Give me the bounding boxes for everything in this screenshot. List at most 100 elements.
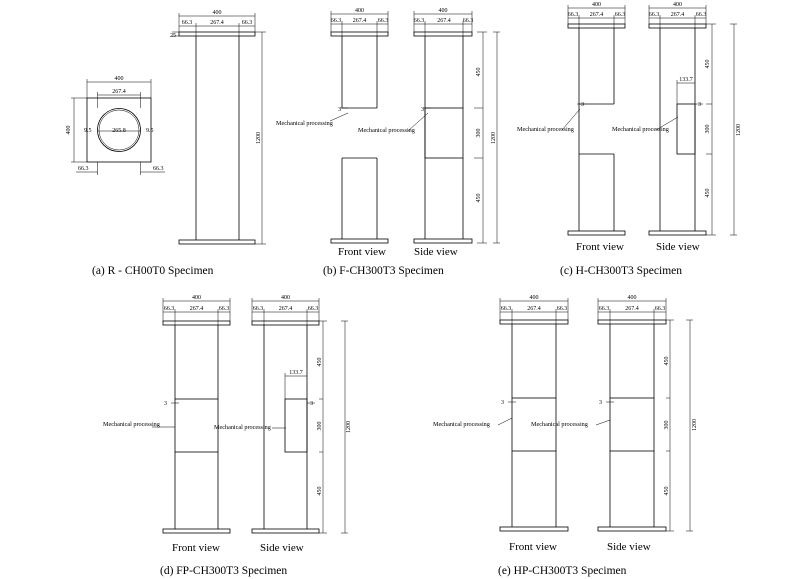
dim-inner: 267.4 [210,20,224,26]
caption-a: (a) R - CH00T0 Specimen [92,265,214,277]
dim-edge: 66.3 [242,20,253,26]
dim-mid-segment: 300 [705,125,711,134]
label-front-view: Front view [509,541,557,553]
front-view: 400 66.3 267.4 66.3 3 Mechanical process… [517,2,626,253]
label-front-view: Front view [172,542,220,554]
dim-edge: 66.3 [568,12,579,18]
front-view: 400 66.3 267.4 66.3 3 Mechanical process… [433,295,569,553]
dim-mid-segment: 300 [317,422,323,431]
dim-edge: 66.3 [649,12,660,18]
label-mechanical-processing: Mechanical processing [358,127,415,134]
dim-bottom-segment: 450 [476,194,482,203]
dim-gap: 3 [581,102,584,108]
label-front-view: Front view [338,246,386,258]
dim-total: 1200 [491,132,497,144]
dim-plate: 25 [170,33,176,39]
dim-edge: 66.3 [696,12,707,18]
label-mechanical-processing: Mechanical processing [103,421,160,428]
dim-diameter: 265.8 [112,128,126,134]
dim-inner: 267.4 [353,18,367,24]
panel-a: 400 267.4 400 265.8 9.5 9.5 66.3 66.3 [66,10,266,277]
dim-width: 400 [530,295,539,301]
dim-total: 1200 [736,124,742,136]
dim-inner: 267.4 [190,306,204,312]
dim-top-segment: 450 [317,358,323,367]
label-side-view: Side view [607,541,651,553]
panel-e: 400 66.3 267.4 66.3 3 Mechanical process… [433,295,698,577]
caption-d: (d) FP-CH300T3 Specimen [160,565,287,577]
panel-b: 400 66.3 267.4 66.3 3 Mechanical process… [276,8,500,277]
dim-height: 400 [66,126,72,135]
dim-gap: 3 [164,401,167,407]
dim-bottom-segment: 450 [317,487,323,496]
label-mechanical-processing: Mechanical processing [276,120,333,127]
dim-mid-segment: 300 [664,421,670,430]
dim-gap: 3 [421,107,424,113]
panel-c: 400 66.3 267.4 66.3 3 Mechanical process… [517,2,742,277]
dim-total: 1200 [256,132,262,144]
dim-inner: 267.4 [437,18,451,24]
dim-inner: 267.4 [527,306,541,312]
dim-edge: 66.3 [164,306,175,312]
front-view: 400 66.3 267.4 66.3 3 Mechanical process… [276,8,389,258]
dim-gap: 3 [599,400,602,406]
dim-top-segment: 450 [476,68,482,77]
dim-inner: 267.4 [625,306,639,312]
dim-width: 400 [592,2,601,8]
label-side-view: Side view [414,246,458,258]
dim-width: 400 [192,295,201,301]
label-mechanical-processing: Mechanical processing [612,126,669,133]
dim-total: 1200 [346,421,352,433]
dim-edge: 66.3 [182,20,193,26]
label-mechanical-processing: Mechanical processing [214,424,271,431]
dim-edge-left: 66.3 [78,166,89,172]
dim-edge-right: 66.3 [153,166,164,172]
dim-width: 400 [673,2,682,8]
dim-edge: 66.3 [557,306,568,312]
dim-inner: 267.4 [590,12,604,18]
dim-edge: 66.3 [378,18,389,24]
dim-edge: 66.3 [655,306,666,312]
panel-d: 400 66.3 267.4 66.3 3 Mechanical process… [103,295,352,577]
dim-top-segment: 450 [664,357,670,366]
dim-width: 400 [281,295,290,301]
dim-edge: 66.3 [463,18,474,24]
dim-bottom-segment: 450 [664,487,670,496]
caption-c: (c) H-CH300T3 Specimen [560,265,682,277]
dim-edge: 66.3 [599,306,610,312]
elevation-view: 400 66.3 267.4 66.3 25 1200 [170,10,266,245]
dim-thk-left: 9.5 [84,128,92,134]
side-view: 400 66.3 267.4 66.3 3 Mechanical process… [358,8,500,258]
side-view: 400 66.3 267.4 66.3 133.7 3 Mechanical p… [612,2,742,253]
dim-gap: 3 [310,401,313,407]
dim-edge: 66.3 [331,18,342,24]
section-view: 400 267.4 400 265.8 9.5 9.5 66.3 66.3 [66,76,165,175]
label-mechanical-processing: Mechanical processing [433,421,490,428]
dim-inner: 267.4 [279,306,293,312]
dim-width: 400 [213,10,222,16]
dim-edge: 66.3 [501,306,512,312]
dim-inner: 267.4 [671,12,685,18]
label-side-view: Side view [260,542,304,554]
dim-top-segment: 450 [705,60,711,69]
side-view: 400 66.3 267.4 66.3 133.7 3 Mechanical p… [214,295,352,554]
dim-slot: 133.7 [289,370,303,376]
dim-width: 400 [628,295,637,301]
dim-mid-segment: 300 [476,129,482,138]
side-view: 400 66.3 267.4 66.3 3 Mechanical process… [531,295,698,553]
dim-gap: 3 [698,102,701,108]
dim-bottom-segment: 450 [705,189,711,198]
label-mechanical-processing: Mechanical processing [517,126,574,133]
dim-edge: 66.3 [308,306,319,312]
dim-edge: 66.3 [253,306,264,312]
caption-e: (e) HP-CH300T3 Specimen [498,565,627,577]
caption-b: (b) F-CH300T3 Specimen [323,265,444,277]
label-side-view: Side view [656,241,700,253]
dim-total: 1200 [692,419,698,431]
dim-gap: 3 [338,107,341,113]
dim-width: 400 [439,8,448,14]
dim-slot: 133.7 [679,77,693,83]
dim-edge: 66.3 [615,12,626,18]
dim-thk-right: 9.5 [146,128,154,134]
